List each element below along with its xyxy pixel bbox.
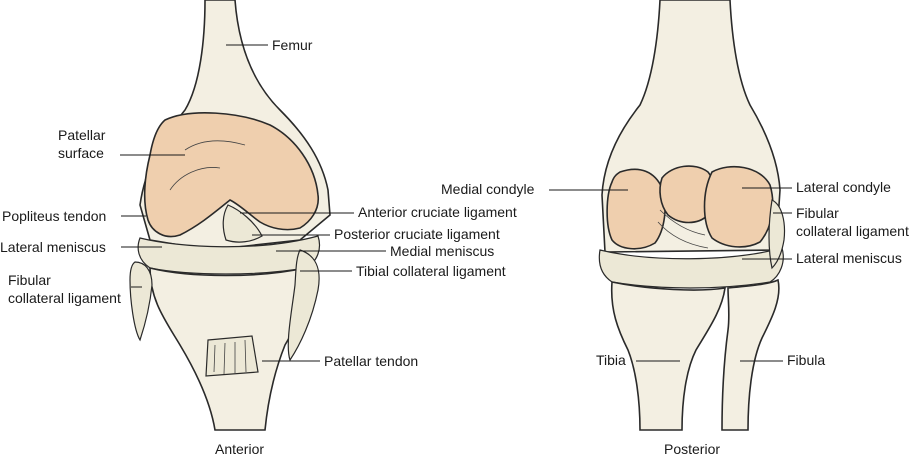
- anterior-cruciate-ligaments: [222, 204, 263, 243]
- label-popliteus-tendon: Popliteus tendon: [2, 208, 106, 224]
- caption-anterior: Anterior: [215, 441, 264, 457]
- anterior-patellar-surface: [143, 112, 320, 238]
- posterior-cruciate-fibers: [657, 209, 709, 249]
- posterior-menisci: [598, 247, 784, 289]
- label-tibia: Tibia: [596, 352, 626, 368]
- posterior-medial-condyle: [606, 168, 666, 250]
- label-fibular-collateral-post-1: Fibular: [796, 205, 839, 221]
- posterior-fibular-collateral: [768, 199, 786, 270]
- label-fibular-collateral-ant-1: Fibular: [8, 272, 51, 288]
- label-fibula: Fibula: [787, 352, 825, 368]
- label-posterior-cruciate: Posterior cruciate ligament: [334, 226, 500, 242]
- label-tibial-collateral: Tibial collateral ligament: [356, 263, 506, 279]
- label-lateral-meniscus-ant: Lateral meniscus: [0, 239, 106, 255]
- posterior-fibula: [721, 278, 780, 431]
- posterior-tibia: [610, 281, 726, 431]
- label-fibular-collateral-ant-2: collateral ligament: [8, 290, 121, 306]
- label-femur: Femur: [272, 37, 313, 53]
- label-medial-condyle: Medial condyle: [441, 181, 535, 197]
- anterior-view: Femur Patellar surface Popliteus tendon …: [0, 0, 517, 457]
- posterior-lateral-condyle: [703, 165, 774, 248]
- label-lateral-meniscus-post: Lateral meniscus: [796, 250, 902, 266]
- label-patellar-surface-1: Patellar: [58, 127, 106, 143]
- anterior-patellar-tendon-fibers: [213, 339, 247, 375]
- label-patellar-tendon: Patellar tendon: [324, 353, 418, 369]
- anterior-patellar-surface-groove-2: [169, 167, 221, 191]
- label-medial-meniscus: Medial meniscus: [390, 243, 494, 259]
- label-lateral-condyle: Lateral condyle: [796, 179, 891, 195]
- anterior-tibial-collateral: [287, 249, 320, 362]
- anterior-patellar-surface-groove: [184, 140, 246, 151]
- anterior-fibular-collateral: [129, 261, 153, 342]
- label-fibular-collateral-post-2: collateral ligament: [796, 223, 909, 239]
- label-patellar-surface-2: surface: [58, 145, 104, 161]
- caption-posterior: Posterior: [664, 441, 720, 457]
- label-anterior-cruciate: Anterior cruciate ligament: [358, 204, 517, 220]
- posterior-view: Medial condyle Lateral condyle Fibular c…: [441, 0, 909, 457]
